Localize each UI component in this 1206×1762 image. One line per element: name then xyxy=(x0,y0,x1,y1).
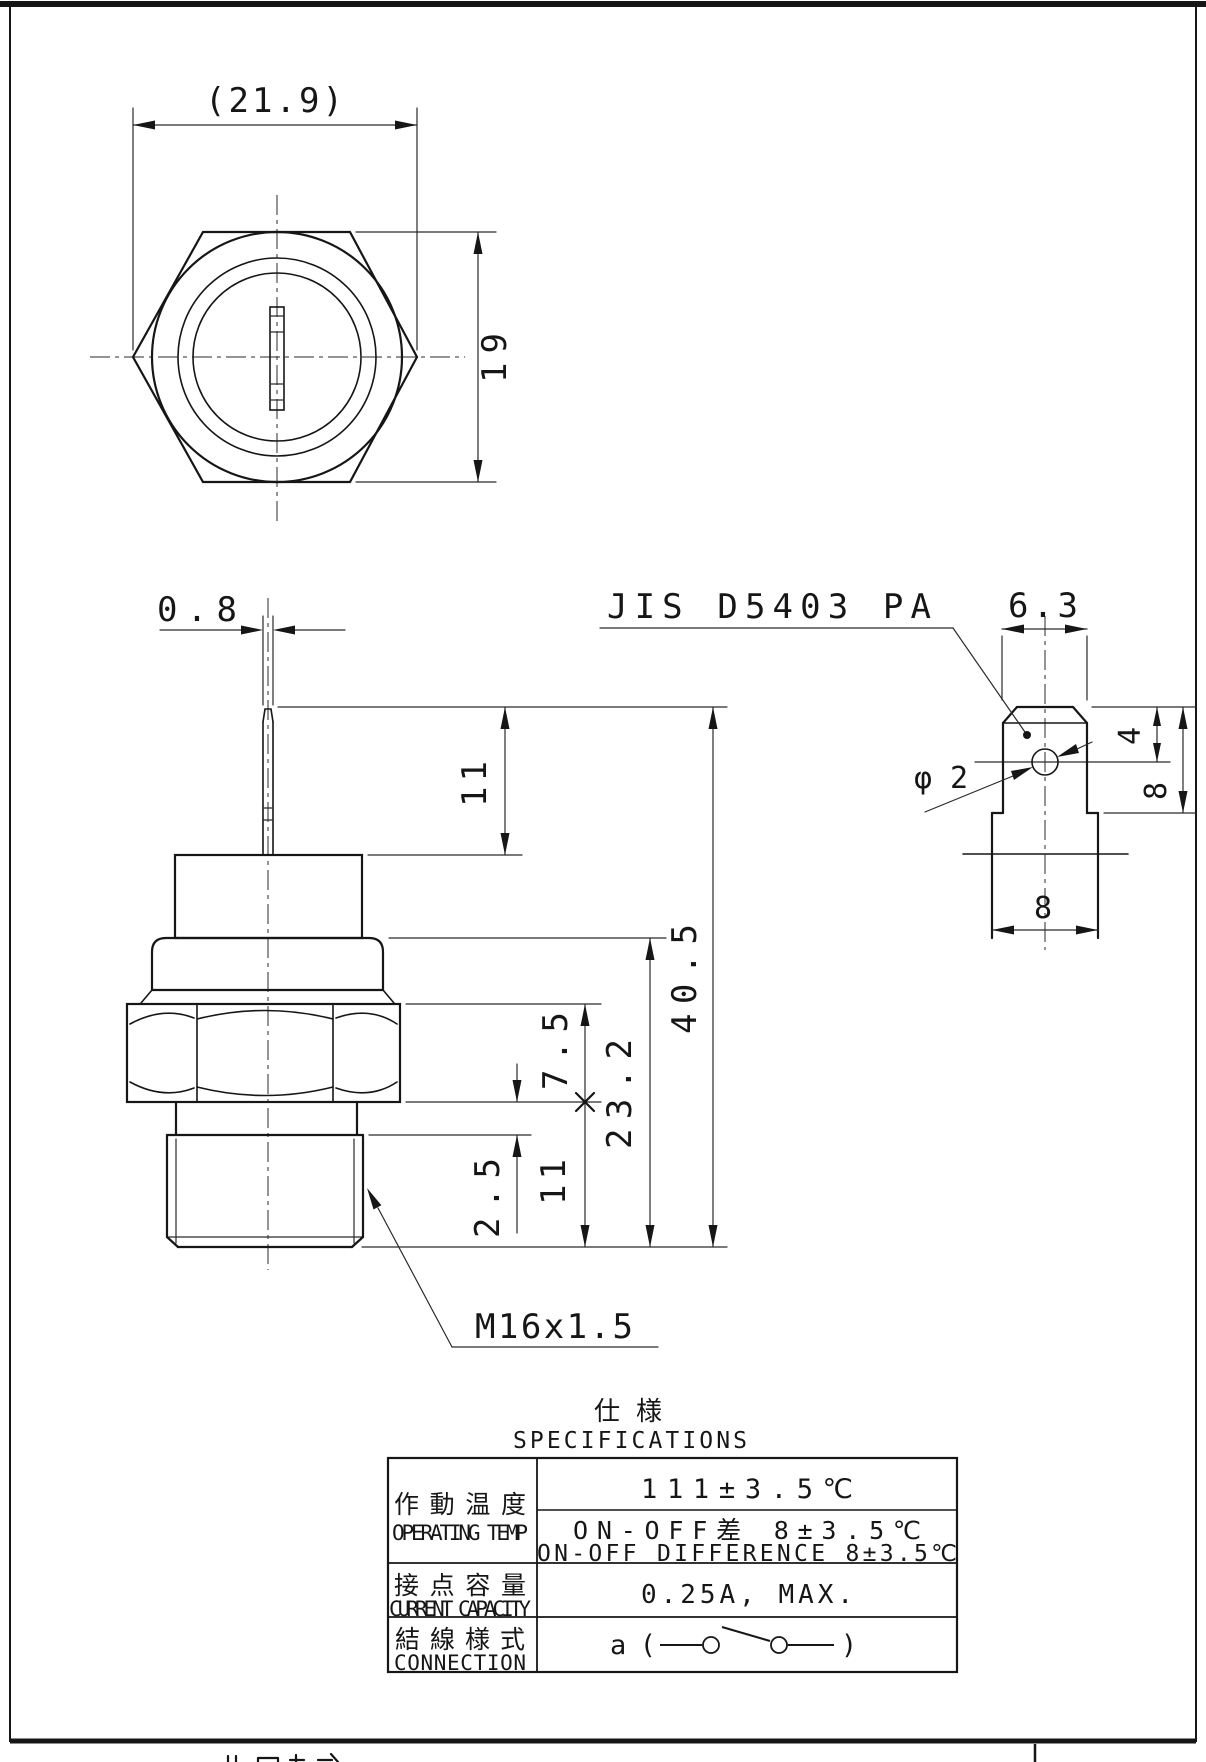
dim-base-width: 8 xyxy=(991,891,1099,935)
dim-body-length: 23.2 xyxy=(600,937,655,1248)
dim-thread-length-label: 11 xyxy=(534,1157,574,1205)
terminal-pin xyxy=(262,708,274,856)
terminal-hole xyxy=(1031,748,1059,776)
dim-pin-width: 0.8 xyxy=(157,590,346,706)
row-connection: 結線様式 CONNECTION a ( ) xyxy=(394,1625,857,1675)
dim-terminal-width-label: 6.3 xyxy=(1008,586,1080,626)
dim-width-label: (21.9) xyxy=(205,81,345,121)
label-operating-temp-jp: 作動温度 xyxy=(394,1490,526,1519)
value-onoff-diff-en: ON-OFF DIFFERENCE 8±3.5℃ xyxy=(537,1541,957,1567)
spec-title-en: SPECIFICATIONS xyxy=(513,1428,747,1454)
dim-body-length-label: 23.2 xyxy=(600,1037,640,1149)
connection-symbol-prefix: a ( xyxy=(610,1630,656,1661)
front-view: (21.9) 19 xyxy=(90,81,515,524)
dim-pin-length-label: 11 xyxy=(455,759,495,807)
dim-terminal-width: 6.3 xyxy=(1001,586,1088,701)
hex-body-outline xyxy=(131,230,419,484)
dim-neck-length-label: 2.5 xyxy=(468,1156,508,1238)
hex-nut xyxy=(125,1002,402,1104)
thread-label: M16x1.5 xyxy=(475,1307,635,1347)
terminal-slot xyxy=(269,306,285,411)
dim-width-219: (21.9) xyxy=(132,81,418,351)
label-current-capacity-en: CURRENT CAPACITY xyxy=(389,1597,531,1621)
dim-neck-length: 2.5 xyxy=(468,1063,522,1238)
connection-symbol-suffix: ) xyxy=(841,1630,857,1661)
dim-base-width-label: 8 xyxy=(1034,891,1052,926)
spec-title-jp: 仕 様 xyxy=(594,1397,662,1427)
label-connection-en: CONNECTION xyxy=(394,1651,526,1675)
extension-lines xyxy=(277,706,728,1248)
outer-circle xyxy=(150,230,404,484)
leader-dot xyxy=(1023,731,1031,739)
dim-hole-label: φ2 xyxy=(914,761,968,796)
dim-hole-center-label: 4 xyxy=(1113,727,1148,745)
standard-callout: JIS D5403 PA xyxy=(599,587,1031,739)
flange xyxy=(150,936,385,992)
terminal-detail-view: 6.3 JIS D5403 PA φ2 4 xyxy=(599,586,1197,950)
label-connection-jp: 結線様式 xyxy=(395,1625,525,1654)
dim-terminal-height-label: 8 xyxy=(1139,782,1174,800)
switch-symbol xyxy=(660,1626,834,1654)
neck xyxy=(174,1100,359,1137)
dim-pin-width-label: 0.8 xyxy=(157,590,239,630)
value-current-capacity: 0.25A, MAX. xyxy=(641,1580,853,1610)
titleblock-partial-text xyxy=(226,1752,340,1762)
dim-hex-and-thread: 7.5 11 xyxy=(534,1003,596,1248)
dim-overall-length-label: 40.5 xyxy=(665,922,705,1034)
row-operating-temp: 作動温度 OPERATING TEMP 111±3.5℃ ON-OFF差 8±3… xyxy=(392,1474,957,1567)
value-operating-temp: 111±3.5℃ xyxy=(641,1474,853,1505)
spec-table: 仕 様 SPECIFICATIONS 作動温度 OPERATING TEMP 1… xyxy=(386,1397,959,1675)
row-current-capacity: 接点容量 CURRENT CAPACITY 0.25A, MAX. xyxy=(389,1571,853,1621)
inner-circle xyxy=(192,272,362,442)
label-operating-temp-en: OPERATING TEMP xyxy=(392,1521,528,1545)
threaded-section xyxy=(165,1133,365,1249)
thread-callout: M16x1.5 xyxy=(367,1188,659,1348)
middle-circle xyxy=(177,257,377,457)
side-view: 0.8 xyxy=(125,590,728,1348)
terminal-outline xyxy=(990,705,1100,940)
terminal-slot-ticks xyxy=(269,315,285,401)
dim-hole-center: 4 xyxy=(1091,706,1197,763)
dim-hex-height-label: 7.5 xyxy=(536,1010,576,1090)
dim-overall-length: 40.5 xyxy=(665,706,718,1248)
flange-flare xyxy=(140,989,395,1004)
dim-pin-length: 11 xyxy=(455,706,510,856)
label-current-capacity-jp: 接点容量 xyxy=(394,1571,526,1600)
standard-label: JIS D5403 PA xyxy=(607,587,933,627)
dim-terminal-height: 8 xyxy=(1103,706,1197,814)
dim-height-label: 19 xyxy=(475,331,515,383)
